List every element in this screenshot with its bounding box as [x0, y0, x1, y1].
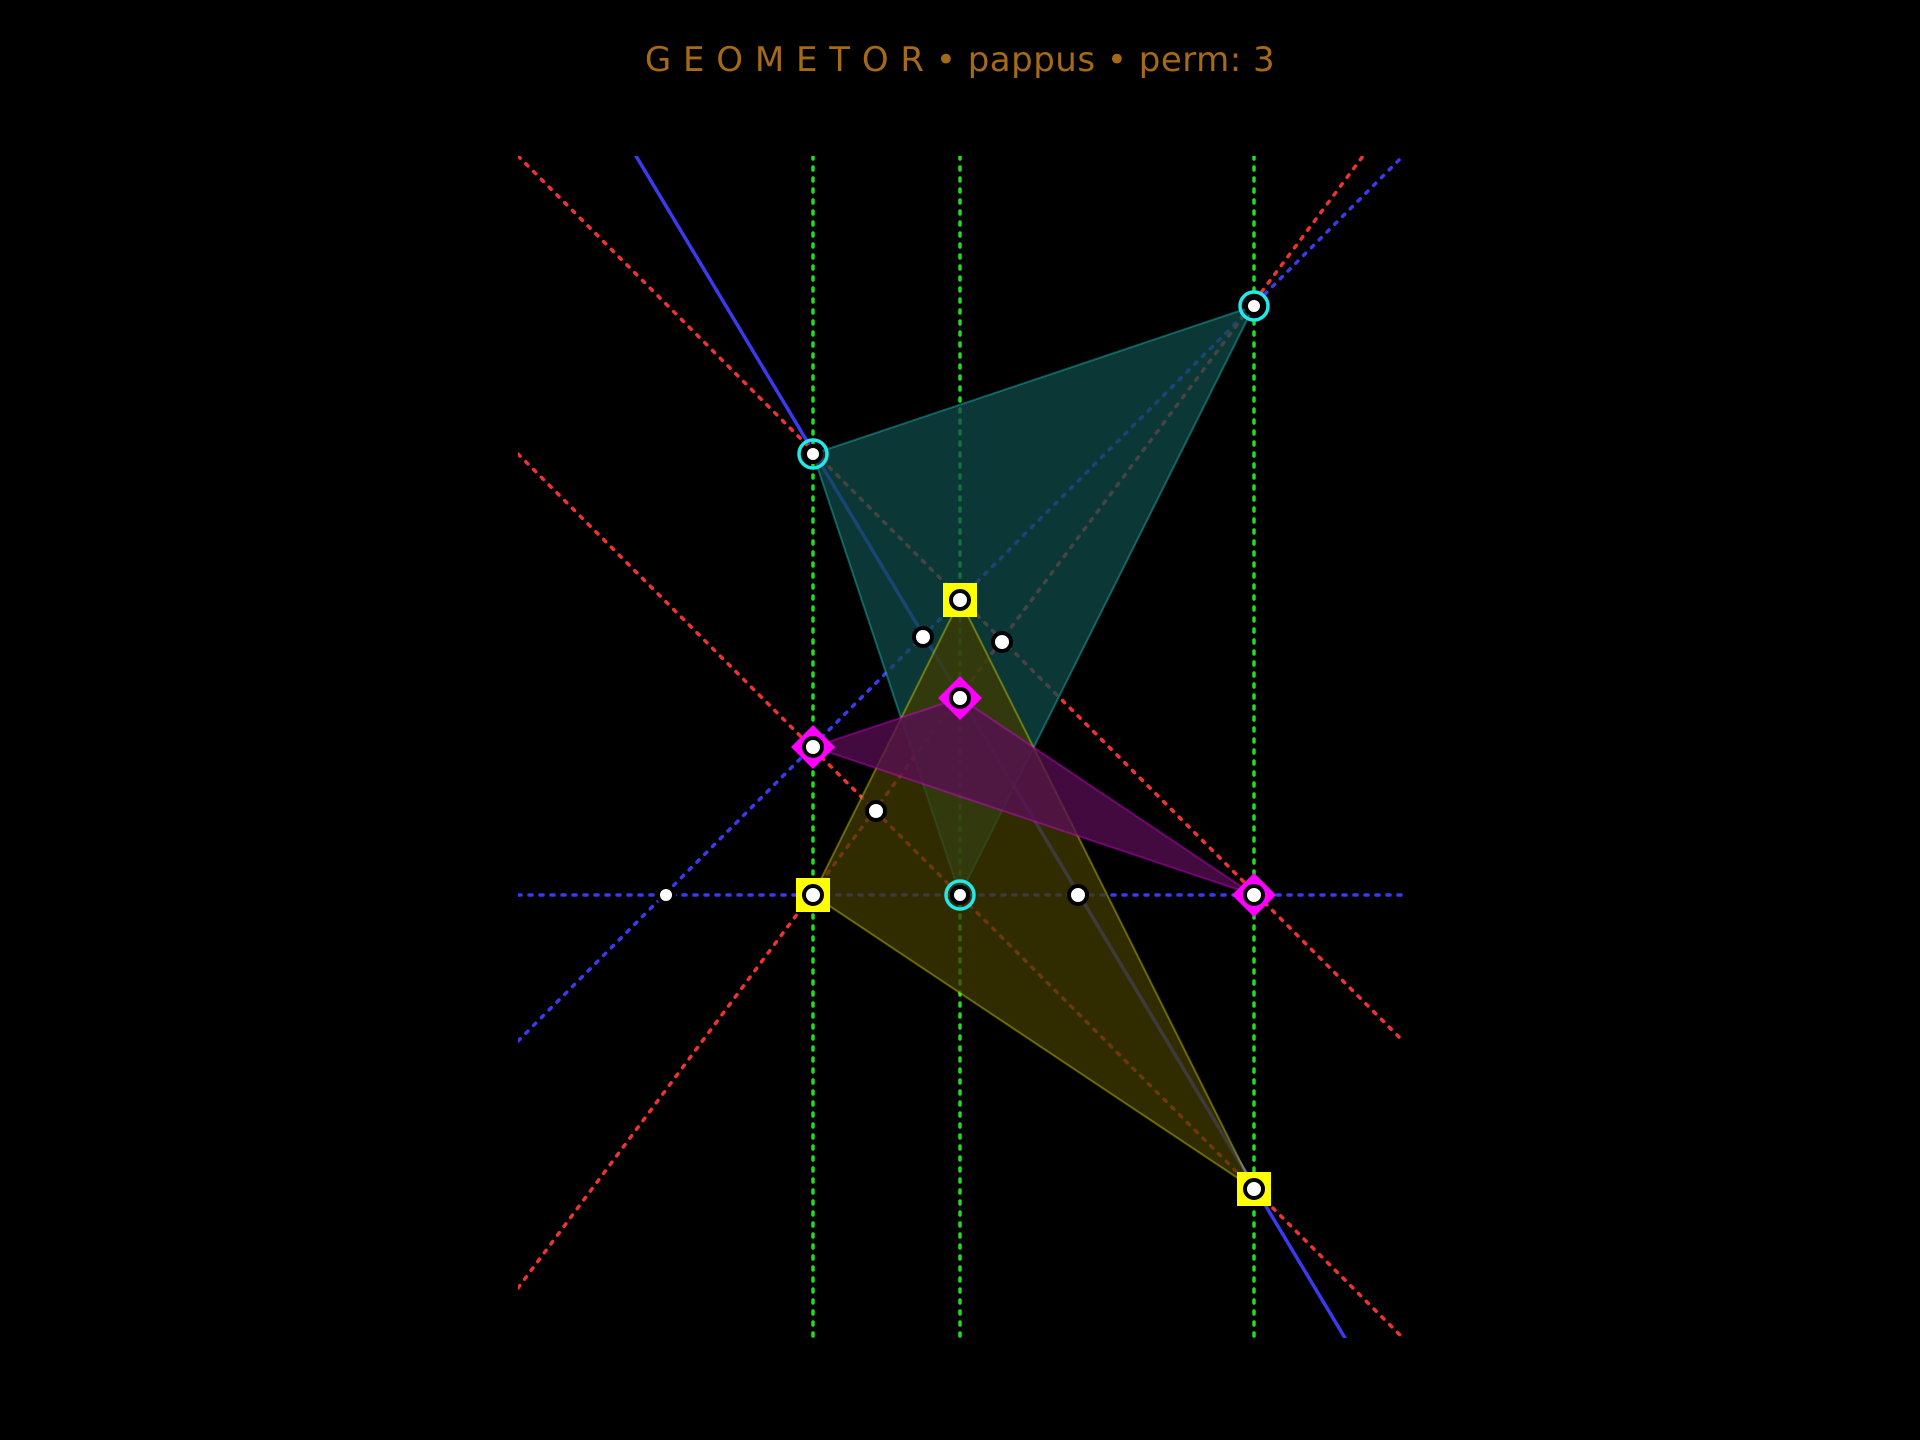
point-intersection-1: [912, 626, 934, 648]
point-intersection-4: [1067, 884, 1089, 906]
point-yellow-b3: [802, 884, 824, 906]
point-yellow-b2: [1243, 1178, 1265, 1200]
point-cyan-a3: [1244, 296, 1264, 316]
point-cyan-a3-ring: [1238, 290, 1270, 322]
triangle-fills: [809, 304, 1257, 1192]
point-intersection-5: [656, 885, 676, 905]
point-cyan-a1: [803, 444, 823, 464]
point-intersection-3: [865, 800, 887, 822]
point-cyan-b1-ring: [944, 879, 976, 911]
point-yellow-a2: [949, 589, 971, 611]
point-magenta-c1: [802, 736, 824, 758]
triangle-magenta: [809, 696, 1255, 896]
point-cyan-b1: [950, 885, 970, 905]
point-magenta-c2: [949, 687, 971, 709]
point-intersection-2: [991, 631, 1013, 653]
point-cyan-a1-ring: [797, 438, 829, 470]
points: [656, 290, 1276, 1206]
page-title: G E O M E T O R • pappus • perm: 3: [644, 40, 1276, 80]
point-magenta-c3: [1243, 884, 1265, 906]
